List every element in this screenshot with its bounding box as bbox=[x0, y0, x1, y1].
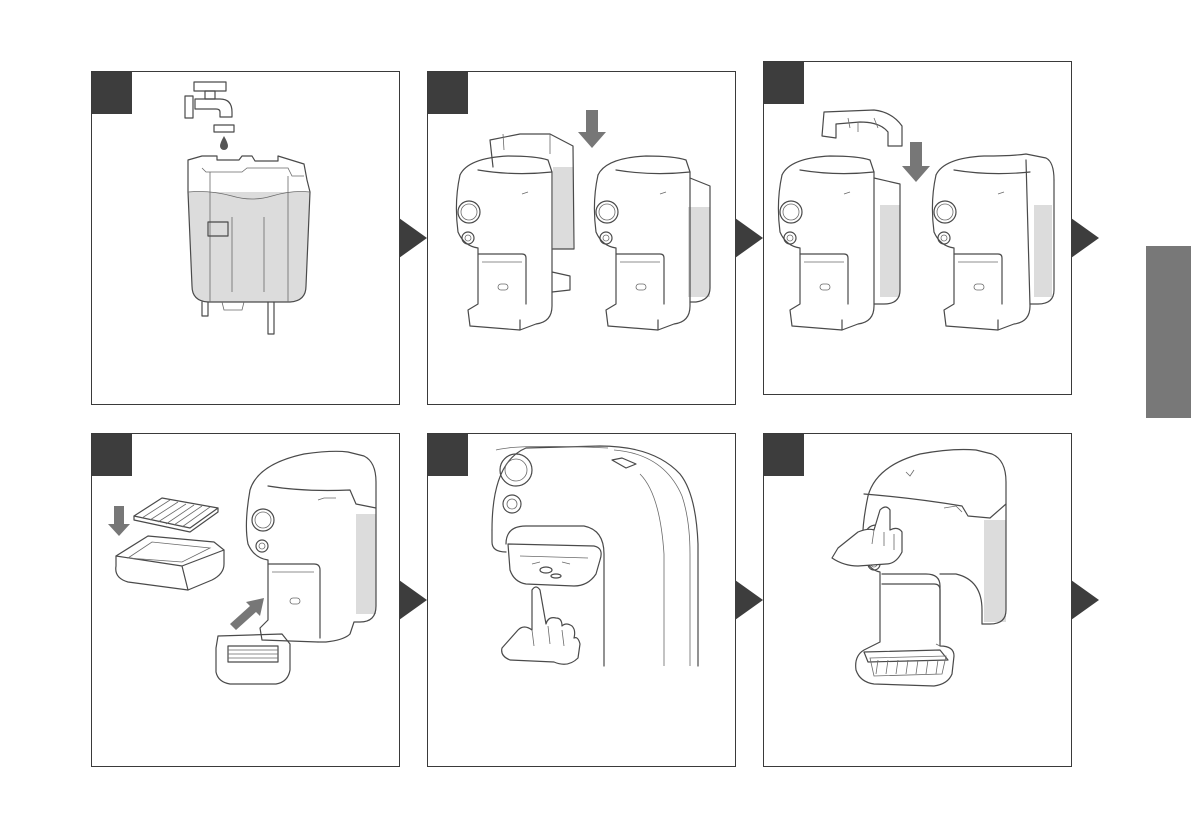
step-panel-1 bbox=[91, 71, 400, 405]
drip-grille-lifted bbox=[134, 498, 218, 532]
press-power-illustration bbox=[764, 434, 1073, 768]
fill-tank-illustration bbox=[92, 72, 401, 406]
next-step-arrow-icon bbox=[1071, 580, 1099, 620]
press-release-illustration bbox=[428, 434, 737, 768]
side-tab bbox=[1146, 246, 1191, 418]
insert-tank-illustration bbox=[428, 72, 737, 406]
water-drop-icon bbox=[220, 136, 228, 150]
tap-icon bbox=[185, 82, 234, 132]
next-step-arrow-icon bbox=[1071, 218, 1099, 258]
next-step-arrow-icon bbox=[399, 218, 427, 258]
step-panel-5 bbox=[427, 433, 736, 767]
next-step-arrow-icon bbox=[399, 580, 427, 620]
machine-tank-inserted bbox=[594, 156, 710, 330]
machine-with-tank-lifted bbox=[456, 134, 574, 330]
next-step-arrow-icon bbox=[735, 218, 763, 258]
machine-with-lid bbox=[932, 154, 1054, 330]
step-panel-4 bbox=[91, 433, 400, 767]
drip-tray-base bbox=[116, 536, 224, 590]
tank-lid bbox=[822, 110, 902, 146]
drip-tray-illustration bbox=[92, 434, 401, 768]
down-arrow-icon bbox=[578, 110, 606, 148]
machine-without-lid bbox=[778, 156, 900, 330]
water-tank bbox=[188, 156, 310, 334]
step-panel-6 bbox=[763, 433, 1072, 767]
down-arrow-icon bbox=[108, 506, 130, 536]
coffee-machine-final bbox=[856, 450, 1006, 687]
next-step-arrow-icon bbox=[735, 580, 763, 620]
down-arrow-icon bbox=[902, 142, 930, 182]
step-panel-3 bbox=[763, 61, 1072, 395]
step-panel-2 bbox=[427, 71, 736, 405]
drip-tray-complete bbox=[216, 634, 290, 684]
coffee-machine bbox=[246, 451, 376, 642]
hand-pointer-icon bbox=[502, 587, 580, 664]
diagonal-arrow-icon bbox=[230, 598, 264, 630]
attach-lid-illustration bbox=[764, 62, 1073, 396]
hand-pointer-icon bbox=[832, 507, 902, 566]
